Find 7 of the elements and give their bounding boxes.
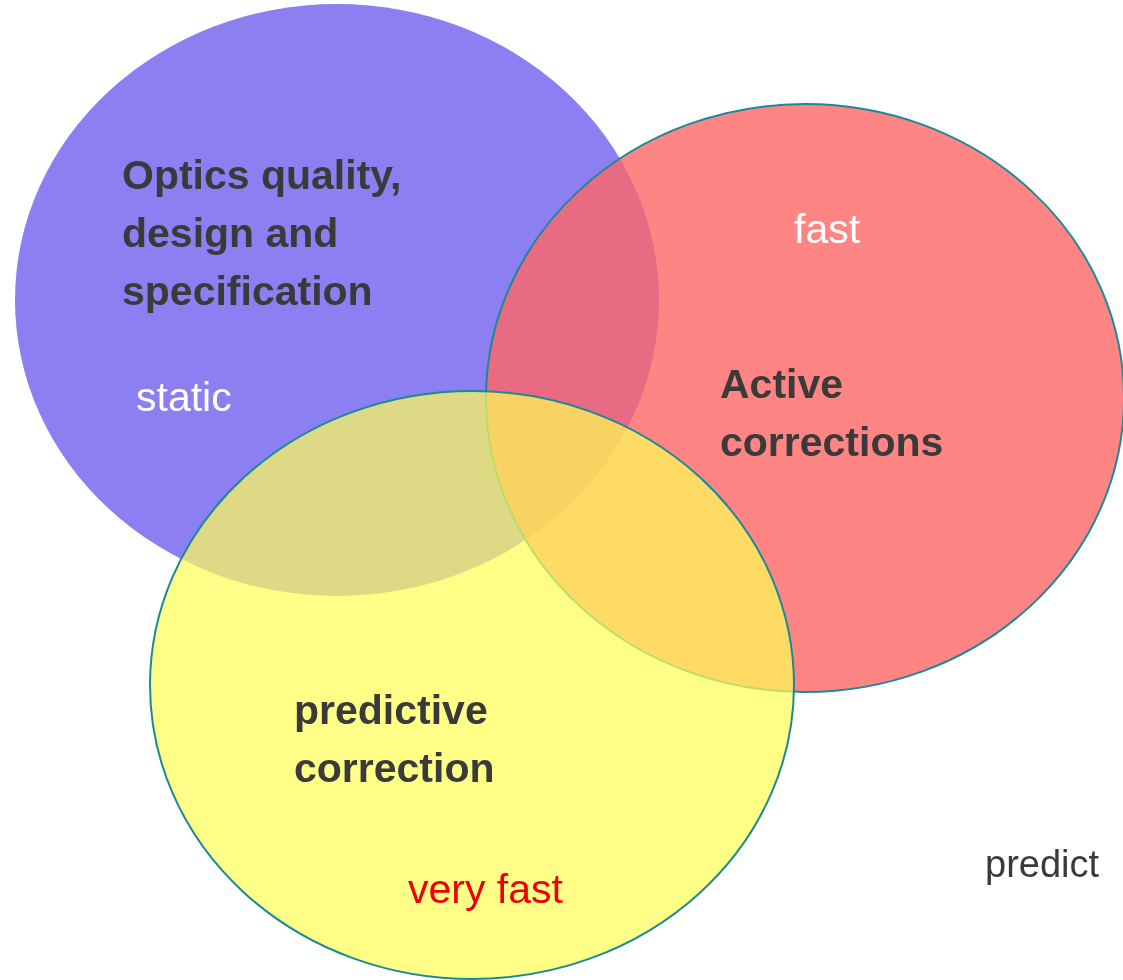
set-title: predictive correction	[294, 686, 496, 794]
set-title: Active corrections	[720, 360, 945, 468]
note-text: predict	[985, 842, 1100, 887]
speed-label: very fast	[408, 865, 563, 914]
speed-label: static	[136, 373, 232, 422]
set-title: Optics quality, design and specification	[122, 151, 403, 317]
speed-label: fast	[794, 205, 861, 254]
